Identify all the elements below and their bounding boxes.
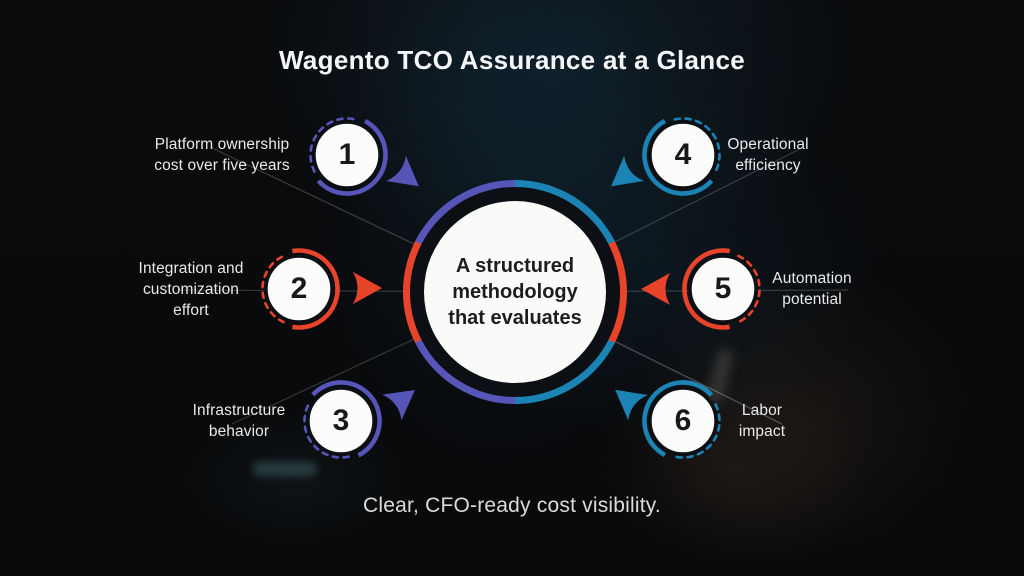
node-5-ring-icon <box>682 248 761 330</box>
arrow-icon-node-2 <box>353 272 382 304</box>
node-1-number: 1 <box>338 137 356 171</box>
node-2-label-line: Integration and <box>138 260 244 277</box>
node-1-label-line: cost over five years <box>154 157 290 174</box>
node-1: 1 <box>303 111 391 199</box>
page-title: Wagento TCO Assurance at a Glance <box>279 45 745 75</box>
node-3-number: 3 <box>332 403 350 437</box>
node-5-label: Automation potential <box>717 268 907 310</box>
node-3-label-line: behavior <box>208 423 270 440</box>
arrow-icon-node-1 <box>386 155 419 187</box>
node-4-number: 4 <box>674 137 692 171</box>
node-3: 3 <box>297 377 385 465</box>
arrow-icon-node-4 <box>611 155 644 187</box>
node-4: 4 <box>639 111 727 199</box>
node-6-label-line: Labor <box>741 402 783 419</box>
node-6-number: 6 <box>674 403 692 437</box>
node-5-label-line: Automation <box>772 270 852 287</box>
phone-screen-glow <box>253 462 317 476</box>
node-4-label-line: Operational <box>727 136 809 153</box>
arrow-icon-node-5 <box>641 273 670 305</box>
node-5-number: 5 <box>714 271 732 305</box>
node-6-label: Labor impact <box>667 400 857 442</box>
node-6-ring-icon <box>642 380 721 459</box>
node-2-label-line: effort <box>173 302 209 319</box>
node-1-label-line: Platform ownership <box>154 136 290 153</box>
node-6: 6 <box>639 377 727 465</box>
node-3-label: Infrastructure behavior <box>144 400 334 442</box>
node-2-ring-icon <box>261 248 340 330</box>
node-4-label-line: efficiency <box>735 157 801 174</box>
node-2: 2 <box>255 245 343 333</box>
node-4-label: Operational efficiency <box>673 134 863 176</box>
central-text-line: methodology <box>452 281 578 303</box>
arrow-icon-node-3 <box>382 389 415 421</box>
arrow-icon-node-6 <box>615 389 648 421</box>
node-2-label: Integration and customization effort <box>96 258 286 321</box>
central-text-line: A structured <box>455 255 575 277</box>
central-text-line: that evaluates <box>448 307 582 329</box>
node-1-ring-icon <box>309 117 388 196</box>
node-1-label: Platform ownership cost over five years <box>127 134 317 176</box>
node-3-ring-icon <box>303 380 382 459</box>
node-5-label-line: potential <box>782 291 842 308</box>
node-5: 5 <box>679 245 767 333</box>
node-6-label-line: impact <box>738 423 786 440</box>
central-circle: A structured methodology that evaluates <box>424 201 606 383</box>
node-2-label-line: customization <box>142 281 240 298</box>
node-3-label-line: Infrastructure <box>192 402 286 419</box>
node-4-ring-icon <box>642 117 721 196</box>
node-2-number: 2 <box>290 271 308 305</box>
caption-text: Clear, CFO-ready cost visibility. <box>363 494 661 517</box>
